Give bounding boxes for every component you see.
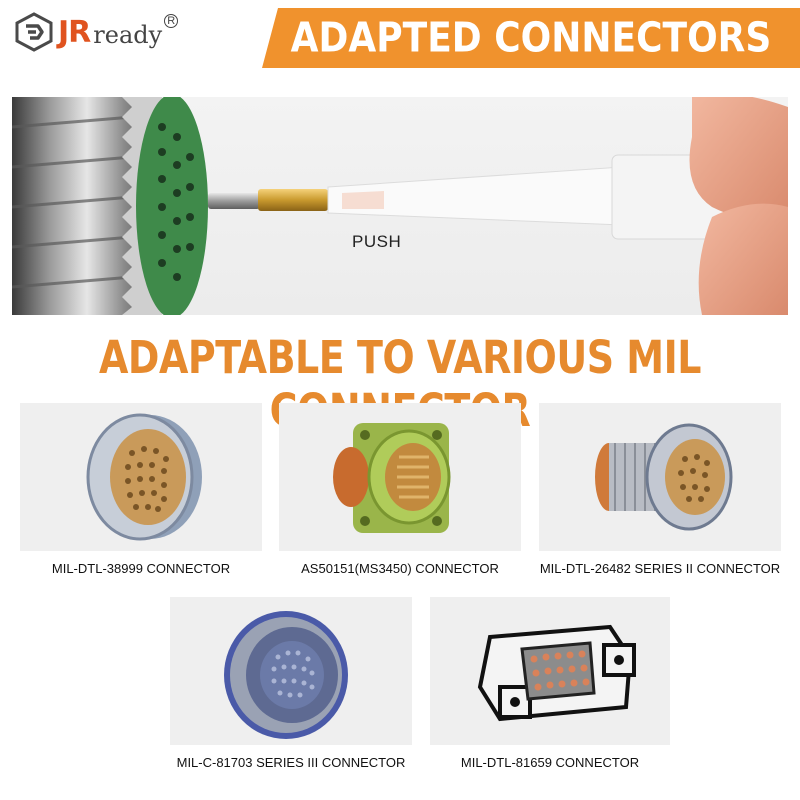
title-banner: ADAPTED CONNECTORS — [262, 8, 800, 68]
insertion-tool-illustration — [12, 97, 788, 315]
brand-name-light: ready — [93, 21, 163, 49]
brand-logo[interactable]: JR ready R — [14, 10, 179, 54]
insert-contact-holes — [158, 123, 194, 281]
hero-photo — [12, 97, 788, 315]
connector-card-26482[interactable] — [539, 403, 781, 551]
green-insert — [136, 97, 208, 315]
push-label: PUSH — [352, 232, 402, 251]
gold-contact — [258, 189, 328, 211]
connector-caption-38999: MIL-DTL-38999 CONNECTOR — [51, 561, 231, 576]
brand-name-bold: JR — [58, 14, 91, 50]
contact-pin — [208, 193, 260, 209]
connector-81703-image — [224, 611, 348, 739]
registered-mark: R — [164, 14, 179, 28]
thread-lines — [12, 115, 133, 289]
connector-38999-image — [86, 413, 202, 541]
tool-tip-marking — [342, 191, 384, 209]
connector-caption-26482: MIL-DTL-26482 SERIES II CONNECTOR — [539, 561, 781, 576]
finger-top — [689, 97, 788, 221]
connector-caption-as50151: AS50151(MS3450) CONNECTOR — [301, 561, 499, 576]
jr-logo-icon — [15, 12, 53, 52]
page-title: ADAPTED CONNECTORS — [290, 14, 772, 62]
connector-card-38999[interactable] — [20, 403, 262, 551]
connector-card-81659[interactable] — [430, 597, 670, 745]
finger-bottom — [698, 203, 788, 315]
connector-as50151-image — [333, 423, 451, 533]
connector-card-as50151[interactable] — [279, 403, 521, 551]
connector-card-81703[interactable] — [170, 597, 412, 745]
connector-caption-81703: MIL-C-81703 SERIES III CONNECTOR — [176, 755, 406, 770]
header: JR ready R ADAPTED CONNECTORS — [0, 0, 800, 76]
connector-26482-image — [595, 423, 733, 531]
connector-caption-81659: MIL-DTL-81659 CONNECTOR — [460, 755, 640, 770]
connector-81659-image — [477, 624, 636, 722]
